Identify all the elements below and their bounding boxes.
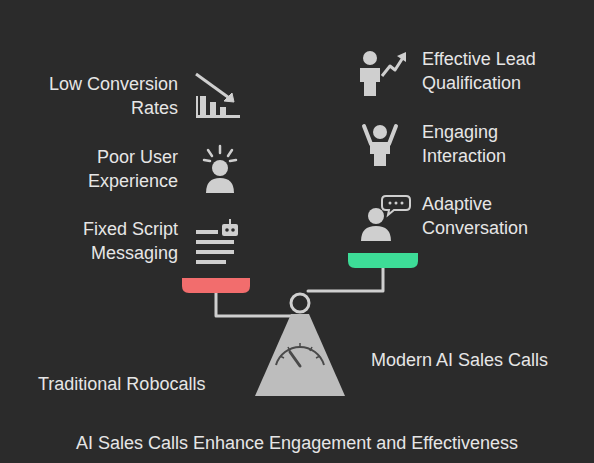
problem-label: Poor User Experience xyxy=(28,145,178,193)
benefit-label: Adaptive Conversation xyxy=(422,192,572,240)
cheering-person-icon xyxy=(364,125,396,166)
benefit-label: Engaging Interaction xyxy=(422,120,572,168)
stressed-person-icon xyxy=(204,146,236,193)
talking-person-icon xyxy=(361,196,410,241)
caption: AI Sales Calls Enhance Engagement and Ef… xyxy=(76,431,518,455)
green-pan xyxy=(348,253,418,268)
script-robot-icon xyxy=(196,219,238,264)
growth-person-icon xyxy=(360,51,406,96)
scale-base xyxy=(255,314,345,396)
decline-chart-icon xyxy=(196,74,240,118)
benefit-label: Effective Lead Qualification xyxy=(422,47,572,95)
side-label: Traditional Robocalls xyxy=(38,372,258,396)
red-pan xyxy=(182,278,250,293)
side-label: Modern AI Sales Calls xyxy=(371,348,586,372)
problem-label: Fixed Script Messaging xyxy=(28,217,178,265)
problem-label: Low Conversion Rates xyxy=(28,72,178,120)
